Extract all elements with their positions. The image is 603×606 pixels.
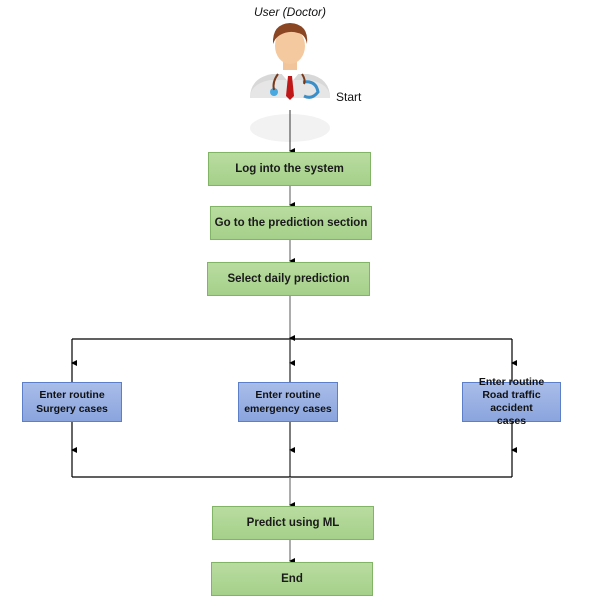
step-end-text: End [281,573,303,585]
step-goto-prediction: Go to the prediction section [210,206,372,240]
branch-road-traffic: Enter routine Road traffic accident case… [462,376,561,427]
step-goto-prediction-text: Go to the prediction section [214,217,368,229]
step-select-daily-text: Select daily prediction [227,273,350,285]
step-select-daily: Select daily prediction [207,262,370,296]
branch-surgery-text: Enter routine Surgery cases [36,389,108,415]
step-predict-ml: Predict using ML [212,506,374,540]
step-login: Log into the system [208,152,371,186]
branch-surgery: Enter routine Surgery cases [22,382,122,422]
step-end: End [211,562,373,596]
start-label: Start [336,90,362,104]
branch-road-traffic-text: Enter routine Road traffic accident case… [478,376,545,427]
doctor-avatar-icon [250,23,330,100]
user-doctor-label: User (Doctor) [253,5,326,19]
branch-emergency: Enter routine emergency cases [238,382,338,422]
step-login-text: Log into the system [235,163,344,175]
step-predict-ml-text: Predict using ML [246,517,340,529]
branch-emergency-text: Enter routine emergency cases [244,389,332,415]
